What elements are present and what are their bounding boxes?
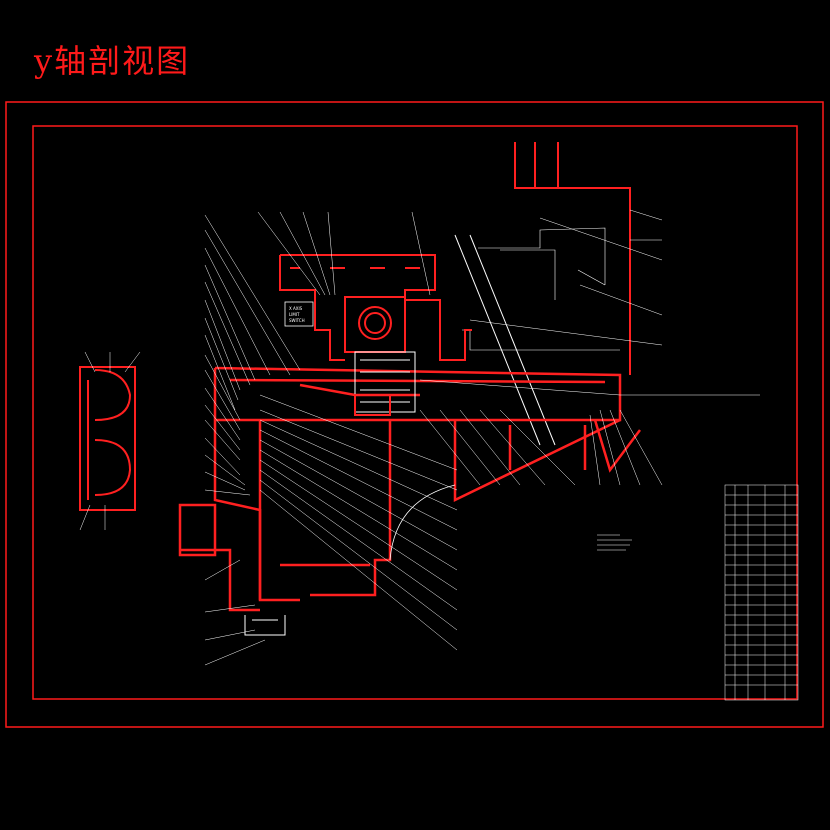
motor-head <box>279 254 472 361</box>
drawing-title: y轴剖视图 <box>34 42 191 80</box>
detail-view <box>79 366 136 511</box>
leader-lines <box>79 209 760 666</box>
limit-switch-line-3: SWITCH <box>289 318 305 323</box>
inner-frame <box>32 125 798 700</box>
notes-block <box>597 534 632 551</box>
main-slide <box>214 366 622 422</box>
limit-switch-box: X AXIS LIMIT SWITCH <box>284 301 314 327</box>
base-cutout <box>389 484 456 561</box>
outer-frame <box>5 101 824 728</box>
limit-switch-line-1: X AXIS <box>289 306 303 311</box>
base-casting <box>178 368 641 612</box>
limit-switch-line-2: LIMIT <box>289 312 300 317</box>
parts-table <box>724 484 799 701</box>
column-section <box>462 227 620 351</box>
bearing-block <box>354 351 416 416</box>
upper-bracket <box>514 142 631 375</box>
base-foot <box>244 615 286 636</box>
diagonal-column <box>454 234 556 446</box>
